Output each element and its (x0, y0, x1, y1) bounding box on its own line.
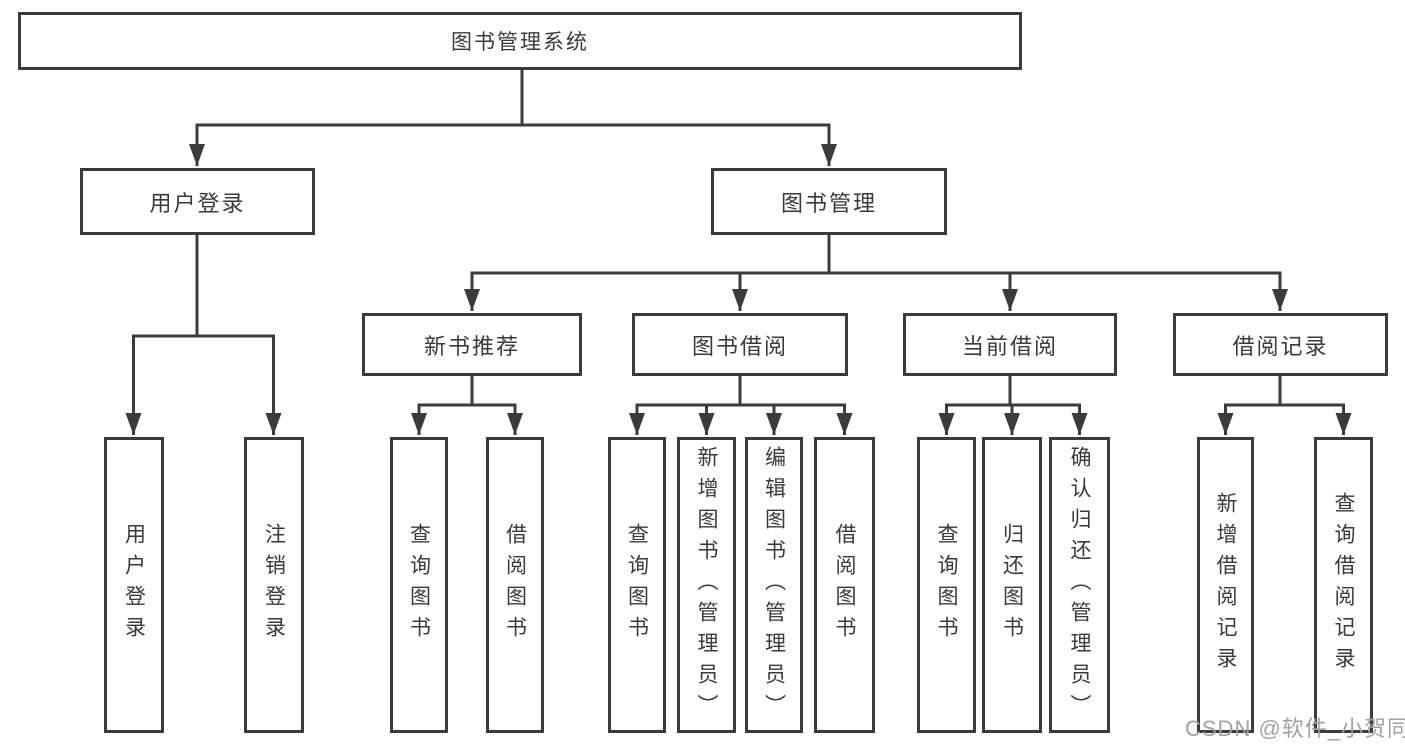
node-book-management: 图书管理 (711, 168, 947, 235)
leaf-borrow-books-recommend-label: 借阅图书 (503, 523, 527, 647)
leaf-query-borrow-record-label: 查询借阅记录 (1332, 492, 1355, 678)
leaf-return-book: 归还图书 (982, 437, 1042, 733)
leaf-add-book-admin: 新增图书（管理员） (677, 437, 736, 733)
leaf-borrow-books-recommend: 借阅图书 (486, 437, 544, 733)
node-borrowing-records: 借阅记录 (1173, 313, 1388, 376)
leaf-query-books-borrowing: 查询图书 (608, 437, 666, 733)
leaf-user-login-label: 用户登录 (122, 523, 146, 647)
leaf-query-borrow-record: 查询借阅记录 (1314, 437, 1373, 733)
node-current-borrowing: 当前借阅 (903, 313, 1117, 376)
leaf-user-login: 用户登录 (104, 437, 164, 733)
leaf-query-books-recommend: 查询图书 (390, 437, 448, 733)
leaf-add-borrow-record-label: 新增借阅记录 (1214, 492, 1237, 678)
leaf-edit-book-admin-label: 编辑图书（管理员） (762, 445, 786, 725)
leaf-query-books-borrowing-label: 查询图书 (625, 523, 649, 647)
leaf-query-books-current-label: 查询图书 (935, 523, 958, 647)
node-user-login: 用户登录 (80, 168, 315, 235)
leaf-query-books-current: 查询图书 (917, 437, 976, 733)
leaf-edit-book-admin: 编辑图书（管理员） (745, 437, 803, 733)
leaf-logout-label: 注销登录 (262, 523, 286, 647)
leaf-add-book-admin-label: 新增图书（管理员） (695, 445, 718, 725)
leaf-query-books-recommend-label: 查询图书 (407, 523, 431, 647)
node-root-system: 图书管理系统 (18, 12, 1022, 70)
leaf-borrow-books: 借阅图书 (814, 437, 875, 733)
leaf-borrow-books-label: 借阅图书 (833, 523, 856, 647)
node-book-borrowing: 图书借阅 (632, 313, 848, 376)
leaf-add-borrow-record: 新增借阅记录 (1197, 437, 1254, 733)
leaf-logout: 注销登录 (244, 437, 304, 733)
leaf-confirm-return-admin-label: 确认归还（管理员） (1068, 445, 1091, 725)
leaf-confirm-return-admin: 确认归还（管理员） (1049, 437, 1110, 733)
csdn-watermark: CSDN @软件_小贺同学 (1185, 716, 1405, 741)
leaf-return-book-label: 归还图书 (1000, 523, 1024, 647)
node-new-book-recommend: 新书推荐 (362, 313, 582, 376)
